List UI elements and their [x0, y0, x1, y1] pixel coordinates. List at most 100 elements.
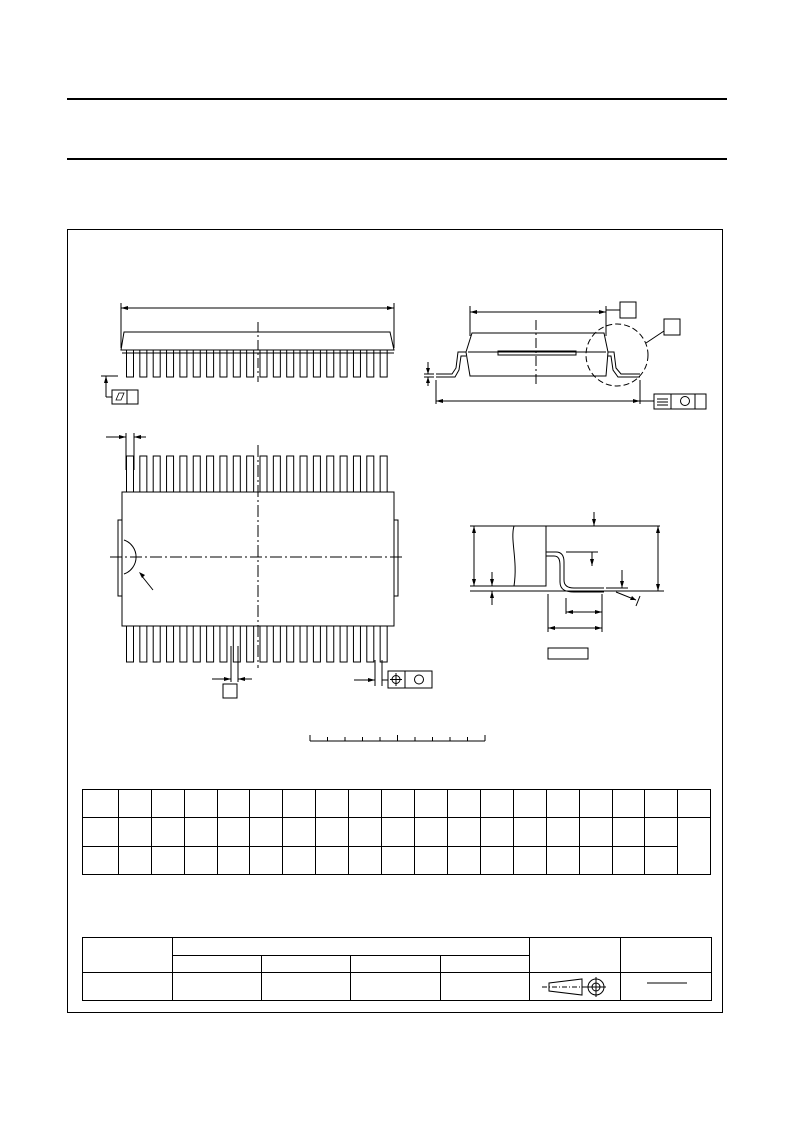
dimensions-cell [381, 789, 415, 818]
dimensions-cell [447, 846, 481, 875]
dimensions-cell [579, 846, 613, 875]
dimensions-cell [414, 846, 448, 875]
dimensions-cell [513, 846, 547, 875]
outline-version-table [82, 937, 712, 1001]
arrow-head [630, 596, 636, 600]
dimensions-cell [381, 846, 415, 875]
arrow-head [470, 310, 477, 314]
angle-leader [635, 595, 641, 607]
lead-side [286, 349, 295, 378]
header-rule-bottom [67, 158, 727, 160]
arrow-head [633, 399, 640, 403]
dimensions-cell [249, 817, 283, 847]
leader-line [645, 330, 665, 344]
arrow-head [426, 377, 430, 383]
datum-box [222, 683, 238, 699]
references-header-cell [172, 937, 530, 956]
top-view [106, 433, 433, 699]
dimensions-cell [644, 817, 678, 847]
lead-top-row [152, 455, 161, 493]
arrow-head [599, 310, 606, 314]
lead-side [179, 349, 188, 378]
header-rule-top [67, 98, 727, 100]
lead-top-row [339, 455, 348, 493]
tolerance-frame [653, 393, 707, 410]
lead-profile-detail [546, 551, 604, 589]
die-pad [497, 350, 577, 356]
lead-bottom-row [366, 625, 375, 663]
lead-top-row [286, 455, 295, 493]
dimensions-cell [546, 789, 580, 818]
top-lead-row-lower [126, 625, 388, 663]
dimensions-cell [513, 817, 547, 847]
projection-symbol-cell [529, 972, 621, 1001]
arrow-head [590, 559, 594, 566]
arrow-head [426, 368, 430, 374]
lead-bottom-row [206, 625, 215, 663]
dimensions-side-cell [677, 817, 711, 875]
lead-top-row [272, 455, 281, 493]
dimensions-cell [151, 817, 185, 847]
arrow-head [595, 626, 602, 630]
dimensions-cell [118, 789, 152, 818]
detail-x-circle [585, 323, 649, 387]
dimensions-cell [315, 846, 349, 875]
arrow-head [119, 435, 126, 439]
arrow-head [592, 519, 596, 526]
arrow-head [121, 306, 128, 310]
lead-bottom-row [352, 625, 361, 663]
version-header-cell [82, 937, 173, 973]
dimensions-cell [249, 789, 283, 818]
dimensions-cell [282, 846, 316, 875]
top-lead-row-upper [126, 455, 388, 493]
circle-modifier-icon [680, 396, 690, 406]
arrow-head [104, 376, 108, 383]
dimensions-cell [348, 789, 382, 818]
lead-bottom-row [299, 625, 308, 663]
flatness-tolerance-frame [111, 389, 139, 405]
dimensions-cell [217, 789, 250, 818]
lead-top-row [259, 455, 268, 493]
lead-side [246, 349, 255, 378]
arrow-head [656, 526, 660, 533]
lead-bottom-row [126, 625, 134, 663]
lead-top-row [299, 455, 308, 493]
lead-side [152, 349, 161, 378]
dimensions-cell [282, 789, 316, 818]
dimensions-header-row [82, 789, 711, 818]
dimensions-cell [480, 846, 514, 875]
dimensions-cell [348, 846, 382, 875]
arrow-head [238, 677, 245, 681]
lead-side [219, 349, 228, 378]
arrow-head [134, 435, 141, 439]
lead-top-row [232, 455, 241, 493]
arrow-head [387, 306, 394, 310]
lead-side [126, 349, 134, 378]
dimensions-cell [579, 789, 613, 818]
lead-bottom-row [139, 625, 148, 663]
dimensions-cell [579, 817, 613, 847]
arrow-head [472, 526, 476, 533]
lead-left-profile [436, 355, 466, 378]
dimensions-cell [184, 817, 218, 847]
dimensions-cell [612, 846, 645, 875]
arrow-head [139, 572, 145, 578]
dimensions-cell [82, 789, 119, 818]
reference-value-cell [172, 972, 262, 1001]
lead-side [166, 349, 175, 378]
dimensions-cell [546, 817, 580, 847]
reference-column-cell [172, 955, 262, 973]
issue-date-value-cell [620, 972, 712, 1001]
lead-top-row [312, 455, 321, 493]
dimensions-cell [184, 789, 218, 818]
dimensions-cell [381, 817, 415, 847]
lead-bottom-row [259, 625, 268, 663]
reference-column-cell [261, 955, 351, 973]
dimensions-table [82, 789, 711, 875]
lead-top-row [139, 455, 148, 493]
lead-profile-detail [546, 555, 604, 593]
end-view [424, 301, 707, 410]
detail-caption-box [547, 647, 589, 660]
lead-top-row [166, 455, 175, 493]
